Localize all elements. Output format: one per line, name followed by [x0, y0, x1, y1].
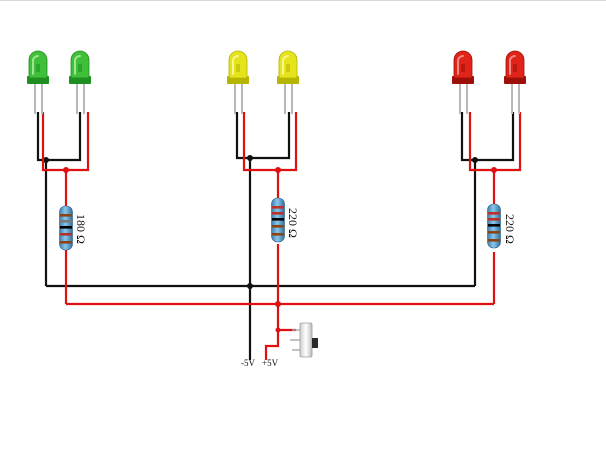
yellow-led-cathode-wire — [235, 112, 250, 160]
resistor-band — [488, 212, 500, 215]
negative-supply-label: -5V — [241, 358, 255, 368]
negative-junctions — [43, 155, 478, 289]
led-die — [513, 64, 517, 72]
resistor-3 — [487, 203, 501, 249]
resistor-band — [488, 231, 500, 234]
resistors — [59, 197, 501, 251]
resistor-band — [488, 224, 500, 227]
red-led-2 — [504, 50, 526, 114]
yellow-led-1 — [227, 50, 249, 114]
resistor-band — [60, 241, 72, 244]
red-led-anode-wire — [468, 112, 494, 172]
led-lead — [291, 84, 293, 114]
resistor-band — [488, 239, 500, 242]
led-highlight — [509, 55, 516, 75]
yellow-led-anode-wire-2 — [278, 112, 298, 172]
led-lead — [34, 84, 36, 114]
led-lead — [284, 84, 286, 114]
resistor-1 — [59, 205, 73, 251]
positive-supply-label: +5V — [262, 358, 279, 368]
resistor-band — [60, 233, 72, 236]
red-led-1 — [452, 50, 474, 114]
red-led-anode-wire-2 — [494, 112, 522, 172]
yellow-led-cathode-wire-2 — [250, 112, 291, 160]
switch-actuator — [312, 338, 318, 348]
switch-pins — [290, 329, 300, 351]
led-lead — [511, 84, 513, 114]
resistor-band — [272, 225, 284, 228]
green-led-1 — [27, 50, 49, 114]
led-lead — [241, 84, 243, 114]
slide-switch — [290, 322, 318, 358]
red-led-cathode-wire-2 — [475, 112, 515, 162]
red-led-cathode-wire — [460, 112, 475, 162]
led-lead — [518, 84, 520, 114]
led-highlight — [232, 55, 239, 75]
positive-junctions — [63, 167, 497, 333]
led-die — [286, 64, 290, 72]
led-lead — [76, 84, 78, 114]
resistor-label-3: 220 Ω — [503, 214, 517, 244]
green-led-anode-wire-2 — [66, 112, 90, 172]
resistor-band — [488, 218, 500, 221]
led-lead — [83, 84, 85, 114]
yellow-led-anode-wire — [242, 112, 278, 172]
negative-wires — [36, 112, 515, 360]
resistor-band — [60, 214, 72, 217]
yellow-resistor-bottom-lead — [264, 244, 280, 360]
led-highlight — [457, 55, 464, 75]
resistor-band — [60, 226, 72, 229]
led-lead — [234, 84, 236, 114]
led-highlight — [282, 55, 289, 75]
led-die — [36, 64, 40, 72]
led-lead — [459, 84, 461, 114]
switch-body — [299, 322, 313, 358]
resistor-label-2: 220 Ω — [286, 208, 300, 238]
green-led-2 — [69, 50, 91, 114]
resistor-2 — [271, 197, 285, 243]
resistor-band — [272, 233, 284, 236]
resistor-band — [60, 220, 72, 223]
yellow-led-2 — [277, 50, 299, 114]
top-border — [0, 0, 606, 1]
led-lead — [41, 84, 43, 114]
led-die — [78, 64, 82, 72]
green-led-anode-wire — [41, 112, 66, 172]
led-highlight — [74, 55, 81, 75]
resistor-label-1: 180 Ω — [74, 214, 88, 244]
led-die — [236, 64, 240, 72]
resistor-band — [272, 206, 284, 209]
resistor-band — [272, 218, 284, 221]
leds — [27, 50, 526, 114]
led-highlight — [32, 55, 39, 75]
led-die — [461, 64, 465, 72]
led-lead — [466, 84, 468, 114]
green-led-cathode-wire-2 — [46, 112, 82, 162]
resistor-band — [272, 212, 284, 215]
